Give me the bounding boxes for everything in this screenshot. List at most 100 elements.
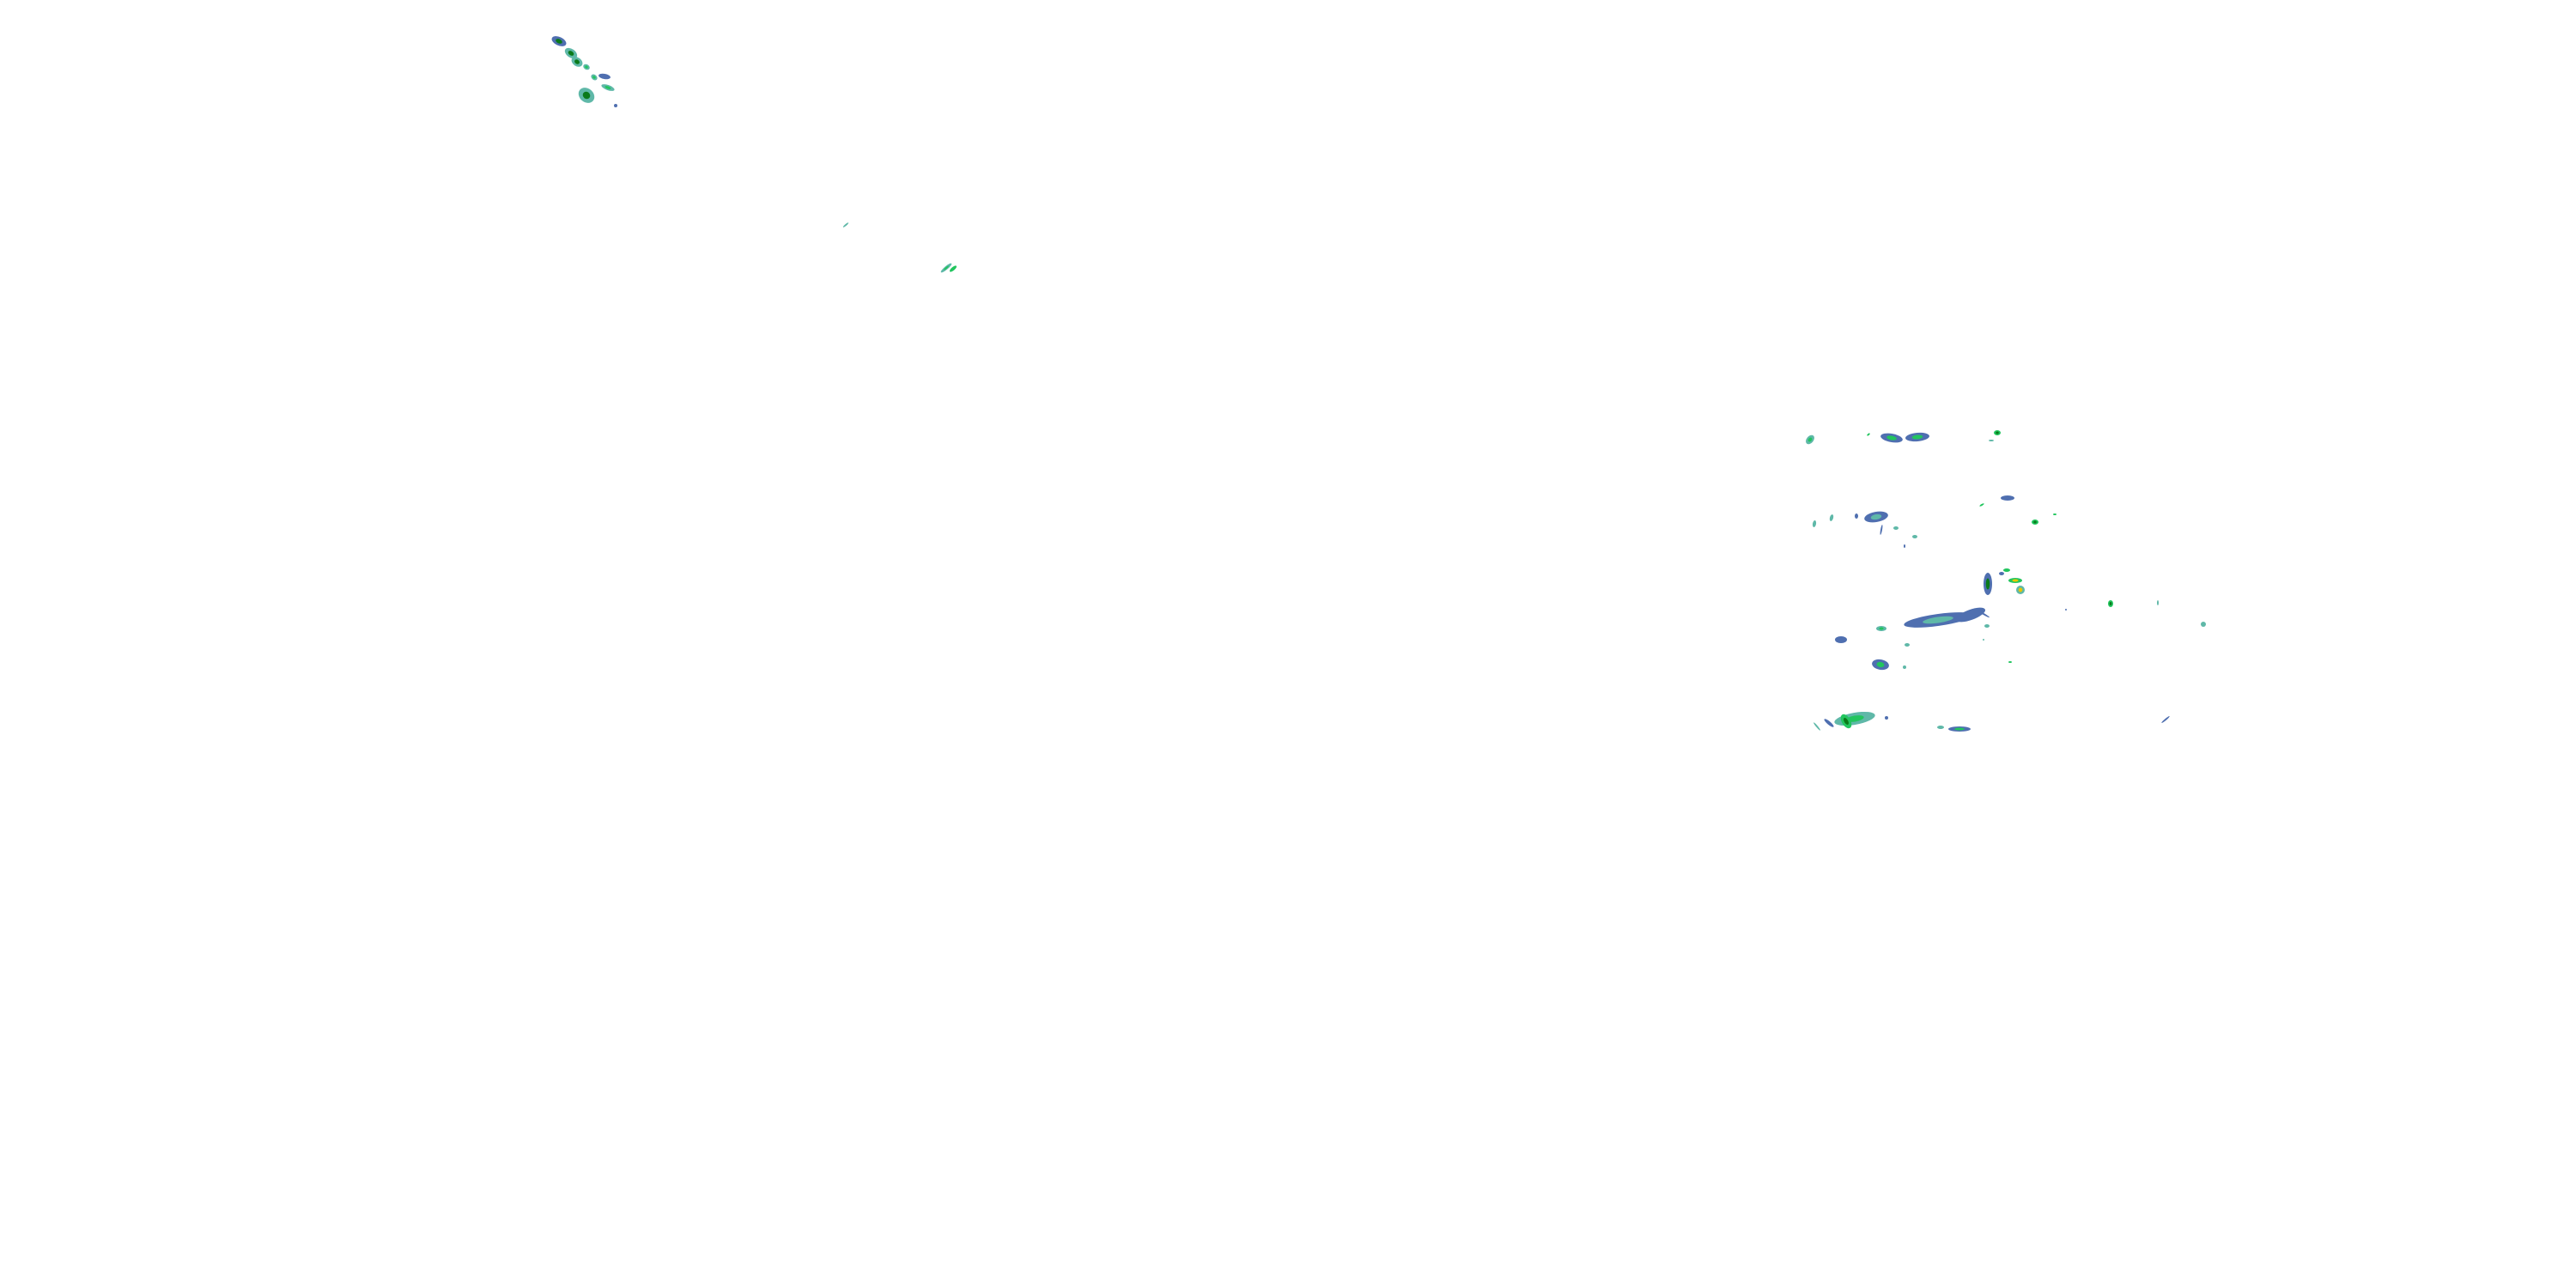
- radar-echo-cell: [571, 57, 583, 67]
- echo-outer: [1814, 722, 1820, 731]
- echo-core: [1844, 717, 1849, 726]
- echo-outer: [1855, 513, 1858, 519]
- echo-outer: [1829, 514, 1834, 521]
- radar-echo-cell: [614, 104, 617, 107]
- echo-core: [1886, 435, 1897, 440]
- echo-core: [1807, 437, 1813, 442]
- echo-core: [1911, 434, 1923, 440]
- echo-outer: [842, 222, 849, 228]
- radar-echo-cell: [949, 265, 957, 272]
- radar-echo-cell: [1984, 573, 1992, 595]
- radar-echo-cell: [1999, 572, 2004, 575]
- radar-echo-cell: [1885, 716, 1888, 720]
- echo-outer: [1835, 636, 1847, 643]
- echo-outer: [2157, 600, 2159, 605]
- radar-echo-cell: [1824, 719, 1834, 727]
- radar-echo-cell: [2001, 495, 2014, 501]
- radar-echo-cell: [1989, 440, 1994, 441]
- radar-echo-cell: [2003, 568, 2010, 572]
- echo-core: [585, 65, 588, 69]
- radar-echo-cell: [1834, 711, 1875, 726]
- echo-outer: [1979, 503, 1984, 507]
- radar-echo-cell: [1904, 544, 1905, 548]
- echo-outer: [1984, 624, 1990, 628]
- radar-echo-cell: [1994, 430, 2001, 435]
- echo-outer: [1812, 520, 1817, 527]
- radar-echo-cell: [1978, 610, 1990, 618]
- echo-core: [568, 51, 574, 56]
- echo-outer: [2001, 495, 2014, 501]
- echo-outer: [598, 73, 611, 80]
- radar-echo-cell: [1893, 526, 1899, 530]
- echo-core: [1923, 616, 1953, 624]
- radar-echo-cell: [2008, 661, 2012, 663]
- radar-echo-cell: [591, 74, 598, 81]
- radar-echo-cell: [1876, 626, 1886, 631]
- echo-core: [1954, 727, 1965, 731]
- radar-echo-cell: [1840, 714, 1852, 729]
- radar-echo-cell: [2161, 716, 2170, 723]
- echo-core: [1870, 513, 1882, 520]
- radar-echo-cell: [1872, 659, 1889, 671]
- echo-outer: [949, 265, 957, 272]
- echo-outer: [1903, 665, 1906, 669]
- radar-echo-cell: [1864, 511, 1888, 523]
- radar-echo-cell: [2008, 578, 2022, 583]
- radar-echo-cell: [1955, 607, 1986, 623]
- radar-echo-cell: [1905, 643, 1910, 647]
- radar-echo-cell: [2065, 609, 2067, 611]
- echo-core: [2012, 579, 2019, 582]
- radar-echo-cell: [1904, 612, 1972, 628]
- echo-outer: [1867, 433, 1870, 436]
- echo-core: [944, 265, 949, 270]
- echo-outer: [1912, 535, 1917, 538]
- radar-echo-cell: [1979, 503, 1984, 507]
- radar-echo-cell: [1983, 639, 1984, 641]
- radar-echo-cell: [2016, 586, 2025, 594]
- echo-outer: [1885, 716, 1888, 720]
- radar-echo-cell: [1867, 433, 1870, 436]
- echo-core: [574, 59, 580, 64]
- radar-echo-cell: [2157, 600, 2159, 605]
- radar-echo-cell: [2053, 513, 2057, 515]
- echo-core: [592, 76, 596, 79]
- echo-outer: [1893, 526, 1899, 530]
- radar-echo-cell: [1812, 520, 1817, 527]
- echo-outer: [2065, 609, 2067, 611]
- echo-outer: [1999, 572, 2004, 575]
- radar-echo-cell: [1905, 432, 1929, 442]
- radar-echo-cell: [1829, 514, 1834, 521]
- echo-core: [2109, 602, 2112, 605]
- echo-outer: [1904, 544, 1905, 548]
- radar-echo-cell: [842, 222, 849, 228]
- echo-outer: [1880, 525, 1883, 535]
- echo-outer: [2003, 568, 2010, 572]
- radar-echo-cell: [1835, 636, 1847, 643]
- radar-echo-cell: [583, 64, 590, 70]
- radar-echo-cell: [598, 73, 611, 80]
- radar-echo-cell: [2201, 622, 2206, 627]
- echo-core: [1996, 431, 1999, 434]
- echo-outer: [1983, 639, 1984, 641]
- echo-core: [2018, 587, 2023, 592]
- echo-outer: [2008, 661, 2012, 663]
- echo-outer: [2161, 716, 2170, 723]
- radar-echo-cell: [2032, 519, 2038, 525]
- echo-core: [605, 86, 611, 89]
- echo-outer: [1824, 719, 1834, 727]
- echo-outer: [1937, 726, 1944, 729]
- echo-outer: [1978, 610, 1990, 618]
- radar-echo-cell: [1855, 513, 1858, 519]
- radar-echo-cell: [1880, 433, 1903, 443]
- radar-echo-cell: [578, 88, 595, 103]
- echo-outer: [614, 104, 617, 107]
- echo-outer: [1955, 607, 1986, 623]
- radar-echo-cell: [1903, 665, 1906, 669]
- echo-outer: [2201, 622, 2206, 627]
- echo-core: [1879, 627, 1884, 630]
- radar-echo-cell: [564, 47, 578, 59]
- radar-echo-cell: [1948, 726, 1971, 732]
- echo-core: [556, 39, 562, 44]
- radar-echo-cell: [940, 263, 952, 273]
- echo-core: [2033, 520, 2037, 524]
